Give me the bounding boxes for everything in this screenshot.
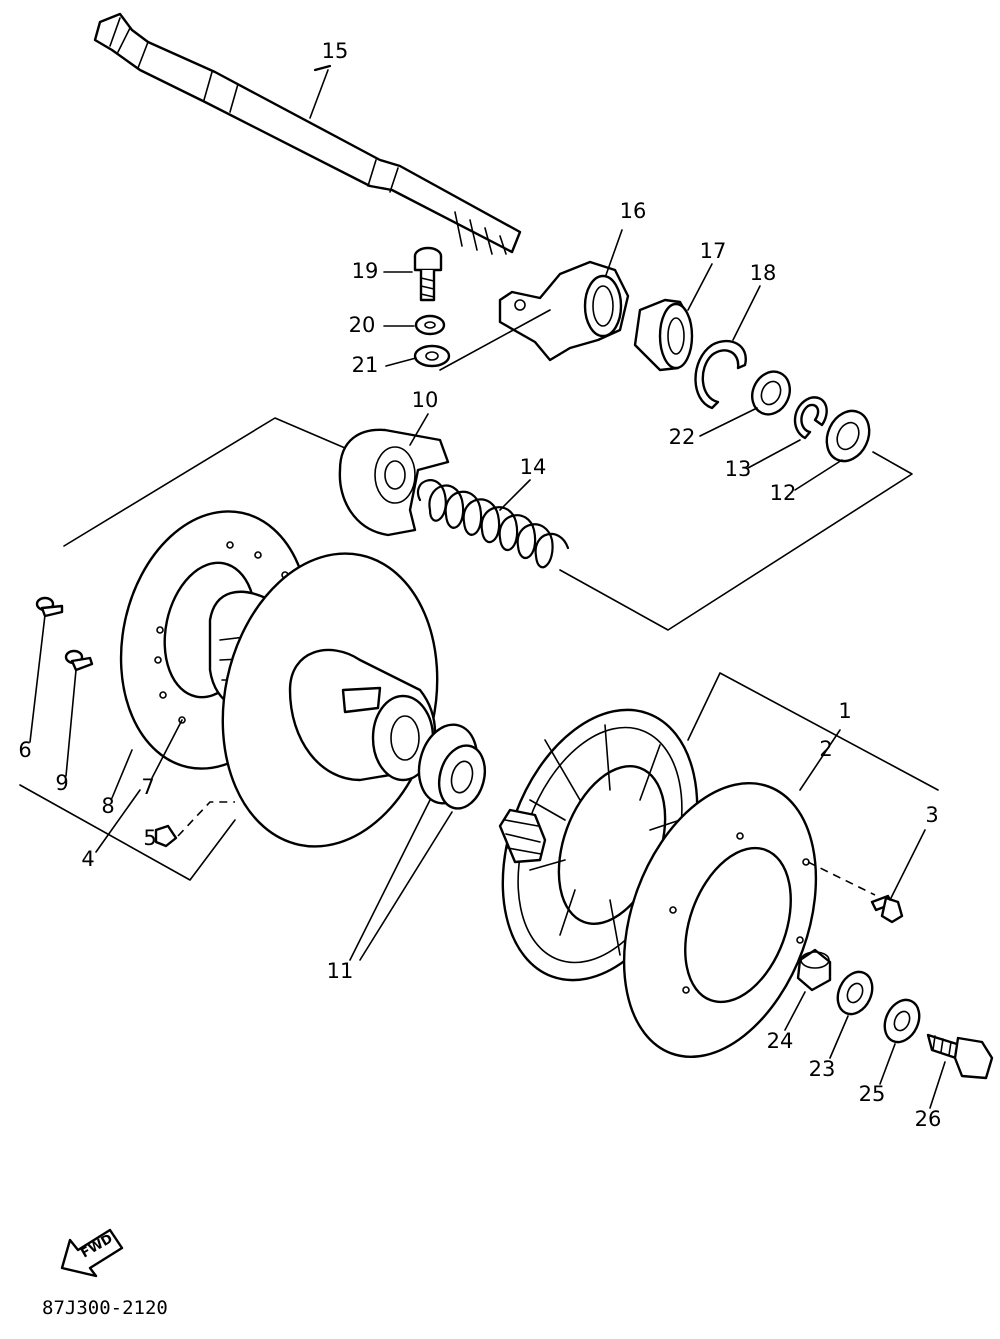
callout-16: 16: [620, 199, 647, 223]
group-outline-1: [687, 672, 939, 791]
callout-3: 3: [925, 803, 938, 827]
part-6-bolt: [35, 596, 64, 618]
callout-1: 1: [838, 699, 851, 723]
part-18-circlip: [694, 339, 747, 410]
callout-26: 26: [915, 1107, 942, 1131]
part-20-washer: [414, 314, 446, 336]
part-16-bearing-housing: [498, 260, 630, 362]
part-25-washer: [883, 998, 921, 1044]
group-outline-upper: [63, 417, 913, 631]
callout-4: 4: [81, 847, 94, 871]
part-24-collar: [796, 948, 832, 992]
callout-24: 24: [767, 1029, 794, 1053]
callout-2: 2: [819, 737, 832, 761]
group-outline-4: [19, 784, 236, 881]
fwd-arrow-icon: FWD: [60, 1228, 124, 1278]
part-15-shaft: [93, 12, 522, 255]
part-3-screw: [870, 894, 904, 924]
callout-25: 25: [859, 1082, 886, 1106]
part-11-bushing: [417, 723, 487, 810]
callout-21: 21: [352, 353, 379, 377]
callout-14: 14: [520, 455, 547, 479]
part-22-washer: [751, 370, 791, 416]
part-2-plate: [622, 782, 818, 1058]
diagram-code: 87J300-2120: [42, 1297, 168, 1319]
callout-22: 22: [669, 425, 696, 449]
part-13-clip: [793, 396, 828, 440]
part-12-washer: [825, 409, 871, 463]
callout-10: 10: [412, 388, 439, 412]
callout-7: 7: [141, 775, 154, 799]
callout-15: 15: [322, 39, 349, 63]
part-10-spring-seat: [338, 428, 450, 537]
callout-23: 23: [809, 1057, 836, 1081]
callout-5: 5: [143, 826, 156, 850]
callout-19: 19: [352, 259, 379, 283]
part-14-spring: [416, 479, 570, 569]
part-9-bolt: [64, 649, 94, 672]
part-17-bearing: [633, 298, 694, 372]
part-23-washer: [836, 970, 874, 1016]
part-4-sheave-assembly: [221, 552, 439, 848]
callout-11: 11: [327, 959, 354, 983]
part-26-bolt: [926, 1033, 994, 1080]
part-21-washer: [413, 344, 451, 368]
part-19-bolt: [413, 246, 443, 302]
callout-20: 20: [349, 313, 376, 337]
part-5-bushing: [154, 824, 178, 848]
callout-9: 9: [55, 771, 68, 795]
callout-18: 18: [750, 261, 777, 285]
callout-13: 13: [725, 457, 752, 481]
callout-8: 8: [101, 794, 114, 818]
callout-6: 6: [18, 738, 31, 762]
callout-12: 12: [770, 481, 797, 505]
callout-17: 17: [700, 239, 727, 263]
